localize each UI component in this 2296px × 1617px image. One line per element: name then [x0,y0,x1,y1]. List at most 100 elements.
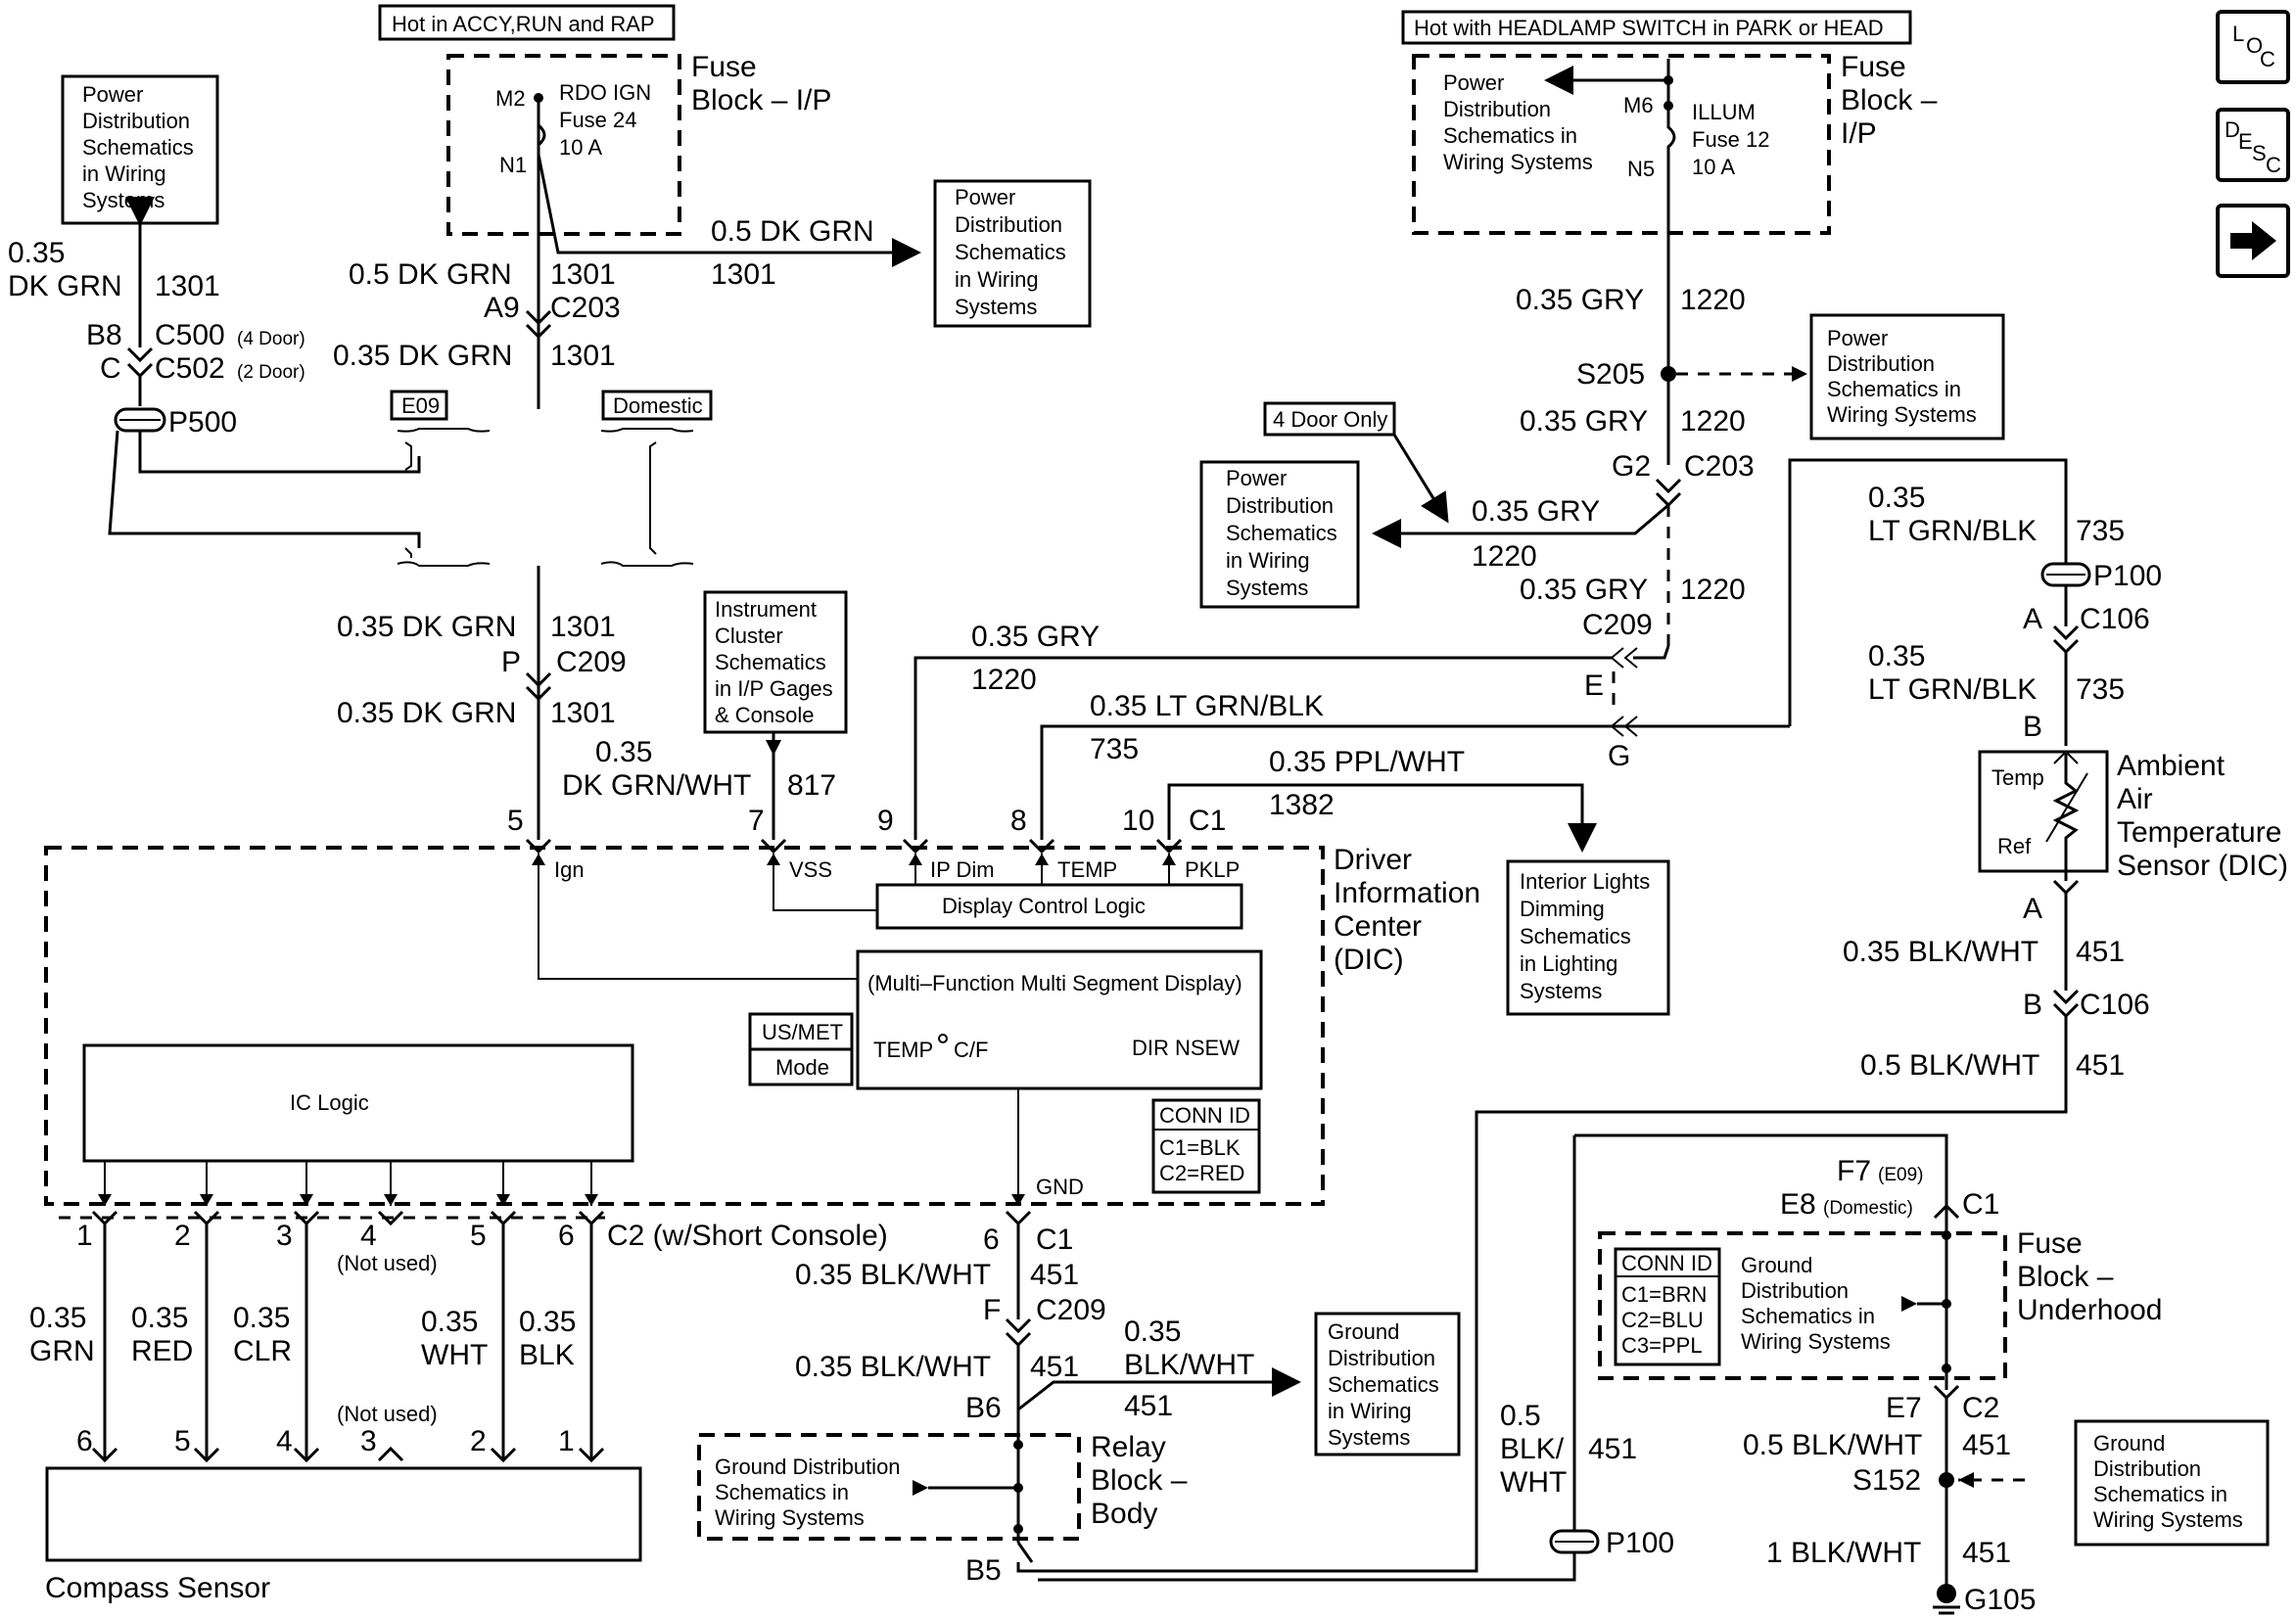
ref-text: Schematics in [2093,1482,2227,1506]
wire-label: 1 BLK/WHT [1766,1537,1921,1569]
ref-text: Schematics [955,240,1066,264]
connector-c209: C209 [556,646,627,678]
ref-text: Ground [1741,1253,1812,1277]
fuse-text: 10 A [1692,155,1735,179]
ref-text: Power [1443,70,1504,95]
gnd-label: GND [1036,1175,1084,1199]
connector-c209: C209 [1582,609,1653,641]
desc-button[interactable]: D E S C [2216,108,2290,182]
splice-s205-label: S205 [1576,358,1645,391]
compass-pin: 2 [174,1220,191,1252]
svg-text:S: S [2252,141,2267,165]
us-met-button[interactable] [748,1012,854,1051]
ref-text: Distribution [1226,493,1334,518]
compass-sensor-box [45,1466,642,1562]
wire-label: 0.35 DK GRN [333,340,512,372]
compass-pin: 1 [558,1425,575,1457]
wire-color: WHT [421,1339,488,1371]
fuse-block-label: I/P [1841,117,1877,150]
ground-g105-label: G105 [1964,1584,2036,1616]
wire-gauge: 0.35 [1868,640,1925,672]
svg-text:Power Distribution Sch: Power Distribution Schematics in Wiring … [955,185,1072,319]
sensor-ref-label: Ref [1997,834,2032,858]
p100-label: P100 [2093,560,2162,592]
wire-circuit: 1301 [550,258,616,291]
ref-text: Distribution [2093,1456,2201,1481]
loc-button[interactable]: L O C [2216,10,2290,84]
connector-c203: C203 [1684,450,1755,483]
ref-power-distribution-d[interactable] [1809,313,2005,440]
ref-text: Systems [1520,979,1602,1003]
wire-gauge: 0.35 [233,1302,290,1334]
ref-text: in Wiring [1328,1399,1412,1423]
wire-gauge: 0.35 [1868,482,1925,514]
wire-gauge: 0.35 [1124,1316,1181,1348]
display-control-logic-label: Display Control Logic [942,894,1146,918]
ref-text: Schematics [82,135,194,160]
option-tag-text: 4 Door Only [1273,407,1387,432]
ref-text: Schematics [1328,1372,1439,1397]
ref-text: in Wiring [955,267,1039,292]
svg-text:Power Distribution Sch: Power Distribution Schematics in Wiring … [82,82,200,212]
svg-text:ILLUM Fuse 12 10 A: ILLUM Fuse 12 10 A [1692,100,1776,179]
ref-ground-distribution-c[interactable] [2074,1419,2270,1547]
svg-text:Ambient Air Temperatur: Ambient Air Temperature Sensor (DIC) [2117,750,2290,882]
pin-c: C [100,352,121,385]
ref-text: Schematics [1226,521,1337,545]
wire-circuit: 1220 [1680,405,1746,438]
wire-circuit: 451 [1962,1429,2011,1461]
ref-text: Wiring Systems [1827,402,1977,427]
splice-s152-label: S152 [1852,1464,1921,1497]
svg-text:Ground Distribution Schema: Ground Distribution Schematics in Wiring… [715,1455,907,1530]
input-pklp: PKLP [1185,857,1240,882]
ref-text: Wiring Systems [2093,1507,2243,1532]
compass-pin: 4 [360,1220,377,1252]
wire-color: CLR [233,1335,292,1367]
mode-button[interactable] [748,1047,854,1086]
svg-text:Ground Distribution Sc: Ground Distribution Schematics in Wiring… [2093,1431,2243,1532]
svg-text:Instrument Cluster Sch: Instrument Cluster Schematics in I/P Gag… [715,597,839,727]
wire-color: LT GRN/BLK [1868,515,2037,547]
ref-text: Distribution [955,212,1062,237]
compass-c2-label: C2 (w/Short Console) [607,1220,888,1252]
f7-note: (E09) [1878,1165,1923,1185]
fuse-block-label: Block – [2017,1261,2114,1293]
svg-text:Power Distribution Sch: Power Distribution Schematics in Wiring … [1827,326,1977,427]
ref-text: Wiring Systems [1443,150,1593,174]
ref-ground-distribution-a[interactable] [1314,1312,1461,1456]
next-page-button[interactable] [2216,204,2290,278]
wire-circuit: 1301 [550,611,616,643]
conn-id-text: C2=RED [1159,1161,1244,1185]
relay-block-body [697,1433,1081,1541]
wire-label: 0.35 BLK/WHT [795,1351,991,1383]
dic-title: Driver [1334,844,1412,876]
pin-n5: N5 [1627,157,1655,181]
ref-text: Schematics in [1827,377,1961,401]
dic-pin: 5 [507,805,524,837]
display-dir: DIR NSEW [1132,1036,1240,1060]
ref-text: Power [1827,326,1888,350]
ref-interior-lights[interactable] [1506,859,1670,1016]
svg-text:C: C [2260,47,2275,71]
ref-power-distribution-e[interactable] [1199,460,1360,609]
wire-color: DK GRN/WHT [562,769,751,802]
compass-sensor-label: Compass Sensor [45,1572,270,1604]
compass-pin: 5 [470,1220,487,1252]
ref-instrument-cluster[interactable] [703,590,848,734]
ref-text: Schematics [1520,924,1631,948]
dic-title: Information [1334,877,1480,909]
pin-n1: N1 [499,153,527,177]
wire-circuit: 451 [1962,1537,2011,1569]
connector-c2: C2 [1962,1392,1999,1424]
display-temp-unit: C/F [954,1038,988,1062]
wire-circuit: 817 [787,769,836,802]
fuse-block-ip-right [1412,54,1831,235]
compass-pin: 3 [276,1220,293,1252]
wire-gauge: 0.5 [1500,1400,1541,1432]
pin-a: A [2023,603,2042,635]
connector-c502: C502 [155,352,225,385]
input-vss: VSS [789,857,832,882]
ref-text: Power [82,82,143,107]
c500-note: (4 Door) [237,329,305,349]
ref-power-distribution-b[interactable] [933,179,1092,328]
